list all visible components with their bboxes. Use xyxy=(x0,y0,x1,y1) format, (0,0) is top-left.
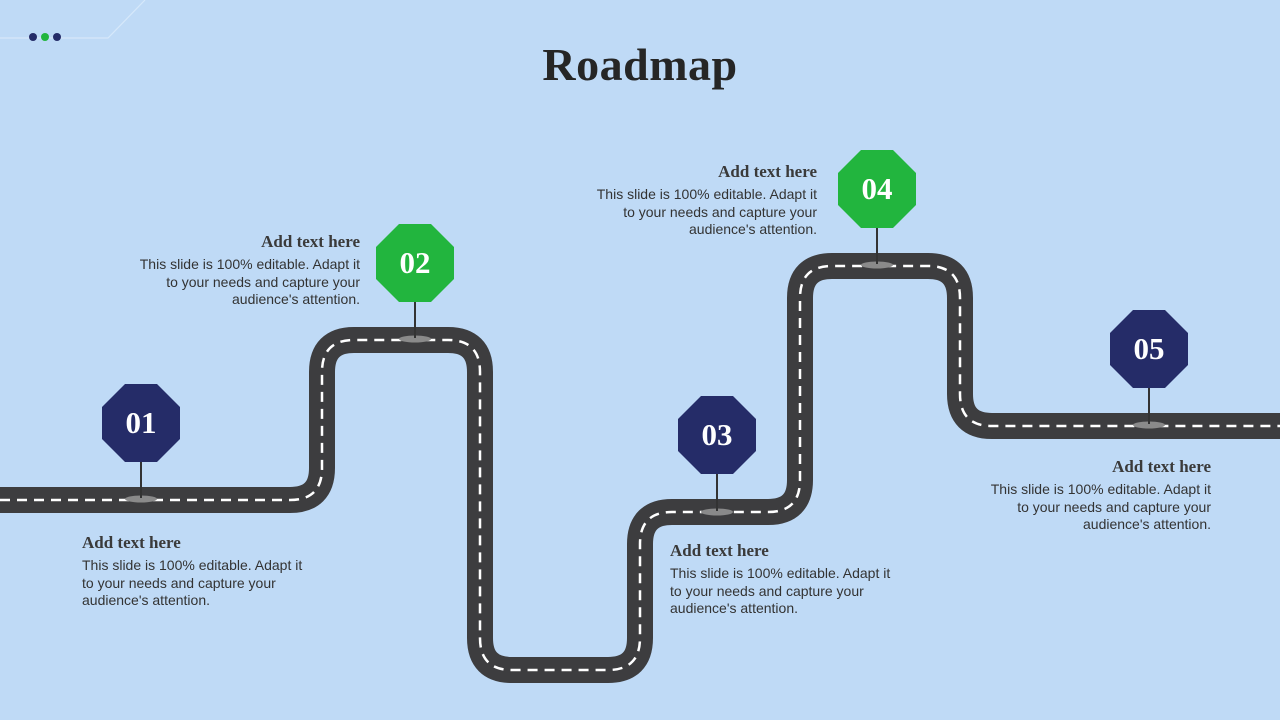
milestone-number: 02 xyxy=(399,245,431,280)
milestone-heading: Add text here xyxy=(261,232,360,251)
milestone-description: This slide is 100% editable. Adapt it to… xyxy=(670,565,891,616)
milestone-sign-04: 04 xyxy=(838,150,916,228)
slide-title: Roadmap xyxy=(542,39,738,90)
milestone-sign-02: 02 xyxy=(376,224,454,302)
dot-2 xyxy=(41,33,49,41)
octagon-sign-icon xyxy=(1110,310,1188,388)
milestone-description: This slide is 100% editable. Adapt it to… xyxy=(139,256,360,307)
milestone-text-01: Add text here This slide is 100% editabl… xyxy=(82,533,312,610)
milestone-text-04: Add text here This slide is 100% editabl… xyxy=(587,162,817,239)
milestone-number: 03 xyxy=(701,417,733,452)
sign-base-03 xyxy=(701,508,733,516)
dot-3 xyxy=(53,33,61,41)
milestone-text-03: Add text here This slide is 100% editabl… xyxy=(670,541,900,618)
milestone-heading: Add text here xyxy=(82,533,181,552)
milestone-text-05: Add text here This slide is 100% editabl… xyxy=(976,457,1211,534)
sign-pole-05 xyxy=(1148,386,1150,424)
milestone-description: This slide is 100% editable. Adapt it to… xyxy=(596,186,817,237)
dot-1 xyxy=(29,33,37,41)
milestone-number: 04 xyxy=(861,171,893,206)
milestone-description: This slide is 100% editable. Adapt it to… xyxy=(990,481,1211,532)
milestone-description: This slide is 100% editable. Adapt it to… xyxy=(82,557,303,608)
sign-pole-02 xyxy=(414,300,416,338)
sign-base-05 xyxy=(1133,421,1165,429)
octagon-sign-icon xyxy=(102,384,180,462)
milestone-heading: Add text here xyxy=(670,541,769,560)
milestone-number: 01 xyxy=(125,405,157,440)
sign-base-01 xyxy=(125,495,157,503)
milestone-number: 05 xyxy=(1133,331,1165,366)
road-lane-markings xyxy=(0,264,1280,672)
milestone-heading: Add text here xyxy=(718,162,817,181)
milestone-sign-03: 03 xyxy=(678,396,756,474)
sign-base-04 xyxy=(861,261,893,269)
sign-base-02 xyxy=(399,335,431,343)
sign-pole-04 xyxy=(876,226,878,264)
milestone-heading: Add text here xyxy=(1112,457,1211,476)
decoration-dots xyxy=(29,33,61,41)
milestone-sign-05: 05 xyxy=(1110,310,1188,388)
octagon-sign-icon xyxy=(376,224,454,302)
milestone-sign-01: 01 xyxy=(102,384,180,462)
octagon-sign-icon xyxy=(678,396,756,474)
octagon-sign-icon xyxy=(838,150,916,228)
sign-pole-01 xyxy=(140,460,142,498)
sign-pole-03 xyxy=(716,472,718,511)
milestone-text-02: Add text here This slide is 100% editabl… xyxy=(130,232,360,309)
